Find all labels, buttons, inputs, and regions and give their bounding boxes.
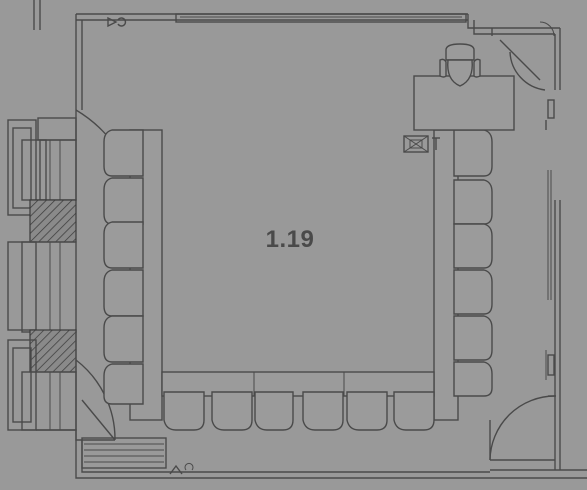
desk-top-right (413, 43, 515, 131)
left-window-assembly (7, 117, 77, 440)
door-bottom-right (489, 395, 556, 461)
bottom-chairs (163, 391, 435, 431)
bottom-symbol (169, 462, 194, 475)
right-wall-elements (545, 99, 555, 376)
bottom-radiator (81, 437, 167, 469)
room-number-label: 1.19 (265, 226, 315, 253)
left-chairs (103, 129, 144, 405)
top-left-symbol (107, 16, 127, 28)
outlet-symbol (403, 135, 440, 153)
top-window (175, 13, 467, 23)
door-top-right (491, 21, 555, 91)
table-bottom (161, 371, 435, 397)
right-chairs (453, 129, 493, 397)
